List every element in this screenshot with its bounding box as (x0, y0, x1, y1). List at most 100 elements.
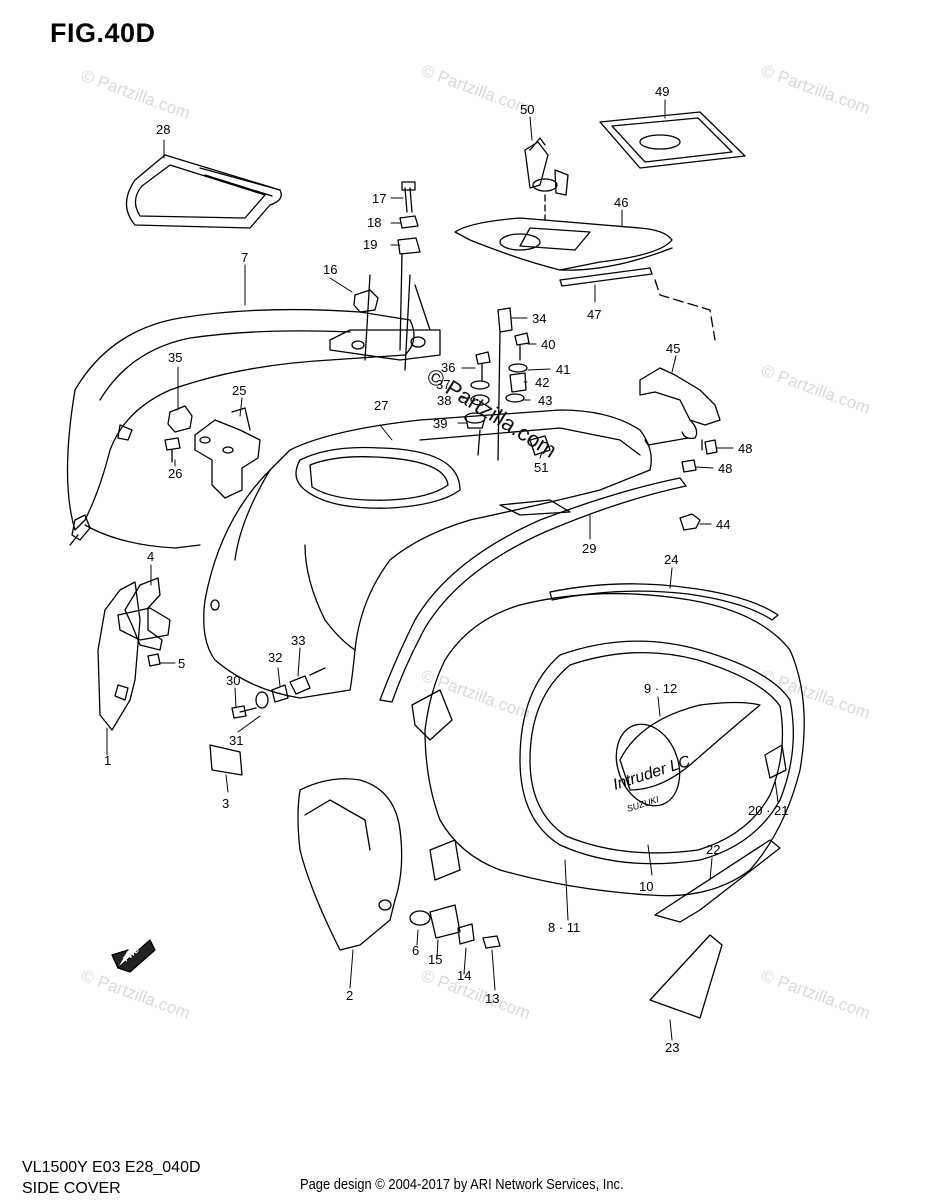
part-30-33-hardware (231, 667, 326, 719)
part-20-21-mark (764, 744, 787, 779)
part-24-top-trim (549, 583, 779, 621)
part-7-rear-fender (66, 308, 441, 549)
part-28-seat-pad (125, 154, 282, 229)
callout-label: 36 (441, 360, 455, 375)
callout-label: 34 (532, 311, 546, 326)
callout-label: 5 (178, 656, 185, 671)
callout-label: 3 (222, 796, 229, 811)
watermark: © Partzilla.com (419, 666, 533, 723)
callout-label: 15 (428, 952, 442, 967)
part-3-pad (209, 744, 243, 776)
callout-label: 28 (156, 122, 170, 137)
callout-label: 26 (168, 466, 182, 481)
part-26-screw (164, 437, 181, 463)
part-8-11-emblem-frame (519, 640, 794, 865)
callout-label: 7 (241, 250, 248, 265)
callout-label: 27 (374, 398, 388, 413)
part-50-key-lock (524, 137, 569, 196)
part-6-13-hardware (409, 904, 501, 949)
part-2-lower-cover (297, 778, 403, 951)
watermark: © Partzilla.com (759, 666, 873, 723)
callout-label: 39 (433, 416, 447, 431)
emblem-script-text: Intruder LC (611, 753, 693, 794)
leader-lines (106, 99, 779, 1041)
callout-label: 37 (436, 377, 450, 392)
part-1-side-cover-left (97, 581, 141, 731)
part-35-grommet (167, 405, 193, 433)
callout-label: 48 (738, 441, 752, 456)
callout-label: 43 (538, 393, 552, 408)
part-46-tank-cover (454, 217, 673, 271)
callout-label: 18 (367, 215, 381, 230)
callout-label: 13 (485, 991, 499, 1006)
watermark: © Partzilla.com (759, 966, 873, 1023)
watermark: © Partzilla.com (419, 966, 533, 1023)
page-credit: Page design © 2004-2017 by ARI Network S… (300, 1176, 624, 1193)
emblem-brand-text: SUZUKI (626, 794, 661, 814)
part-51-clip (529, 435, 551, 456)
part-44-clip (679, 513, 701, 531)
watermark: © Partzilla.com (419, 61, 533, 118)
part-45-mount-bracket (639, 367, 721, 451)
callout-labels: 1 2 3 4 5 6 7 8 · 11 9 · 12 10 13 14 15 … (104, 84, 788, 1055)
part-5-bolt (147, 653, 161, 667)
part-mount-tab (429, 839, 461, 881)
model-code: VL1500Y E03 E28_040D (22, 1159, 201, 1176)
callout-label: 4 (147, 549, 154, 564)
callout-label: 23 (665, 1040, 679, 1055)
figure-title: FIG.40D (50, 18, 156, 48)
watermark: © Partzilla.com (759, 61, 873, 118)
part-22-decal (654, 839, 781, 923)
callout-label: 20 · 21 (748, 803, 788, 818)
callout-label: 29 (582, 541, 596, 556)
part-48-bolts (681, 439, 718, 473)
part-47-trim-strip (559, 267, 653, 287)
part-side-cover-right (424, 592, 805, 897)
part-16-cushion (353, 274, 431, 371)
callout-label: 32 (268, 650, 282, 665)
callout-label: 33 (291, 633, 305, 648)
callout-label: 46 (614, 195, 628, 210)
part-36-43-fasteners (464, 307, 530, 461)
dash-line (654, 279, 716, 341)
callout-label: 48 (718, 461, 732, 476)
section-name: SIDE COVER (22, 1180, 121, 1197)
callout-label: 19 (363, 237, 377, 252)
callout-label: 42 (535, 375, 549, 390)
callout-label: 50 (520, 102, 534, 117)
callout-label: 8 · 11 (548, 920, 580, 935)
callout-label: 6 (412, 943, 419, 958)
callout-label: 9 · 12 (644, 681, 677, 696)
part-27-rear-cover (203, 409, 652, 699)
callout-label: 16 (323, 262, 337, 277)
part-9-12-emblem (615, 701, 761, 807)
watermark-layer: © Partzilla.com © Partzilla.com © Partzi… (79, 61, 873, 1023)
watermark: © Partzilla.com (759, 361, 873, 418)
part-mount-tab (411, 689, 453, 741)
front-direction-arrow (111, 939, 156, 973)
callout-label: 25 (232, 383, 246, 398)
part-4-bracket (117, 577, 171, 651)
callout-label: 24 (664, 552, 678, 567)
callout-label: 14 (457, 968, 471, 983)
callout-label: 51 (534, 460, 548, 475)
part-49-plate (599, 111, 746, 169)
part-25-bracket (194, 407, 261, 499)
callout-label: 40 (541, 337, 555, 352)
watermark: © Partzilla.com (79, 66, 193, 123)
part-23-decal (649, 934, 723, 1019)
watermark: © Partzilla.com (79, 966, 193, 1023)
callout-label: 44 (716, 517, 730, 532)
callout-label: 17 (372, 191, 386, 206)
callout-label: 35 (168, 350, 182, 365)
callout-label: 38 (437, 393, 451, 408)
part-17-19-hardware (397, 181, 421, 351)
callout-label: 47 (587, 307, 601, 322)
part-29-side-trim (379, 477, 687, 703)
callout-label: 1 (104, 753, 111, 768)
callout-label: 41 (556, 362, 570, 377)
callout-label: 22 (706, 842, 720, 857)
callout-label: 2 (346, 988, 353, 1003)
callout-label: 30 (226, 673, 240, 688)
